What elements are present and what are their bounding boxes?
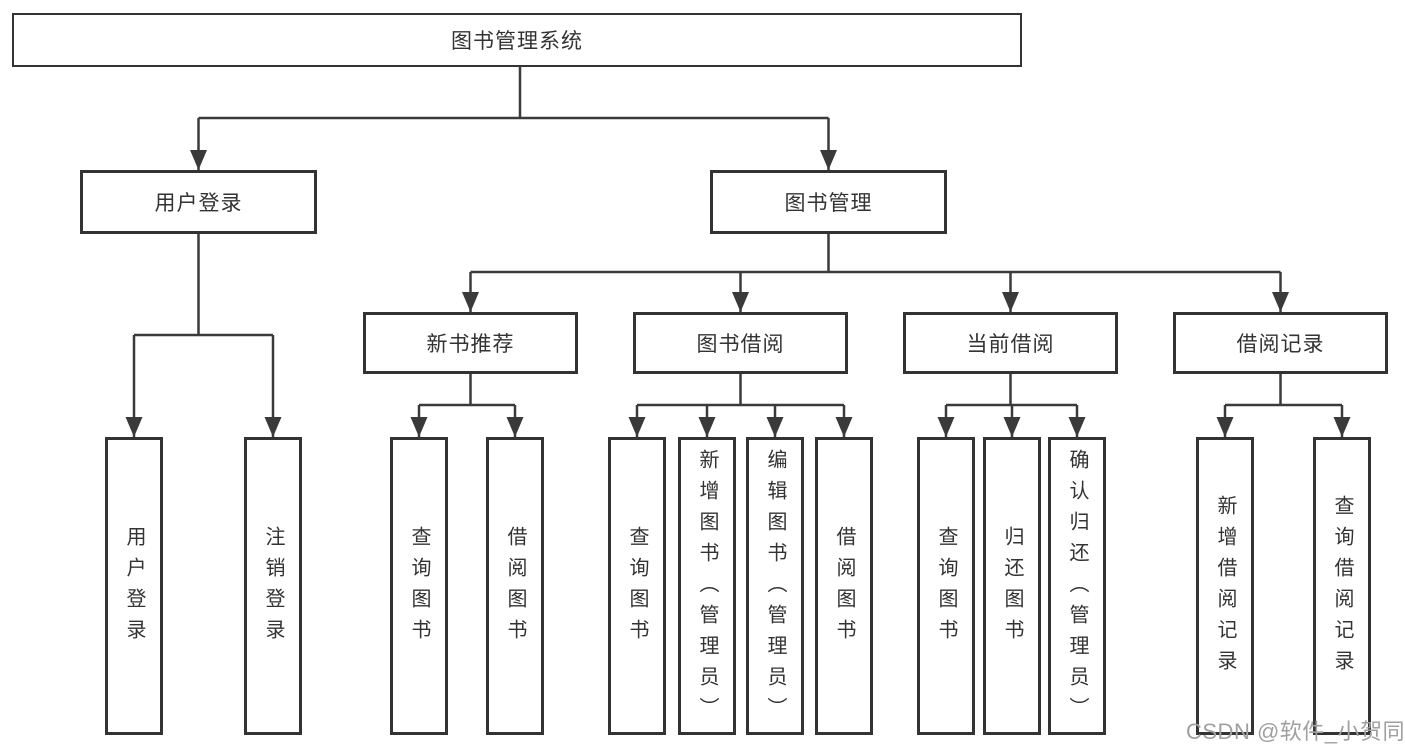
leaf-user-login: 用户登录 bbox=[105, 437, 163, 735]
leaf-confirm-return-admin: 确认归还（管理员） bbox=[1048, 437, 1106, 735]
leaf-query-books-2: 查询图书 bbox=[608, 437, 666, 735]
node-borrow-records: 借阅记录 bbox=[1173, 312, 1388, 374]
leaf-borrow-books-2: 借阅图书 bbox=[815, 437, 873, 735]
node-book-borrow: 图书借阅 bbox=[633, 312, 848, 374]
node-book-management: 图书管理 bbox=[710, 170, 947, 234]
node-library-management-system: 图书管理系统 bbox=[12, 13, 1022, 67]
leaf-logout: 注销登录 bbox=[244, 437, 302, 735]
leaf-query-borrow-record: 查询借阅记录 bbox=[1313, 437, 1371, 735]
node-new-book-recommend: 新书推荐 bbox=[363, 312, 578, 374]
leaf-add-borrow-record: 新增借阅记录 bbox=[1196, 437, 1254, 735]
leaf-borrow-books-1: 借阅图书 bbox=[486, 437, 544, 735]
node-user-login: 用户登录 bbox=[80, 170, 317, 234]
leaf-query-books-3: 查询图书 bbox=[917, 437, 975, 735]
leaf-edit-books-admin: 编辑图书（管理员） bbox=[746, 437, 804, 735]
node-current-borrow: 当前借阅 bbox=[903, 312, 1118, 374]
csdn-watermark: CSDN @软件_小贺同学 bbox=[1186, 719, 1405, 744]
leaf-return-books: 归还图书 bbox=[983, 437, 1041, 735]
leaf-add-books-admin: 新增图书（管理员） bbox=[678, 437, 736, 735]
leaf-query-books-1: 查询图书 bbox=[390, 437, 448, 735]
